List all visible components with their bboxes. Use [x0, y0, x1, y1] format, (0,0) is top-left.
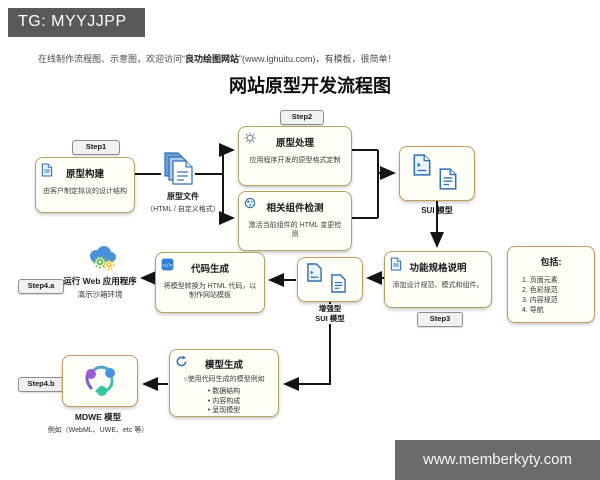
model-gen-bullets: • 数据结构 • 内容构成 • 呈现模型 [208, 387, 240, 416]
node-subtitle: 演示沙箱环境 [77, 290, 123, 299]
prototype-file-label: 原型文件 （HTML / 自定义格式） [140, 191, 226, 214]
node-title: 原型处理 [275, 138, 314, 149]
promo-line: 在线制作流程图、示意图，欢迎访问“良功绘图网站”(www.lghuitu.com… [38, 52, 397, 65]
bullet-item: • 呈现模型 [207, 407, 241, 415]
label-line: 增强型 [316, 304, 344, 314]
list-item: 4. 导航 [522, 307, 544, 314]
node-title: 模型生成 [204, 360, 243, 371]
node-subtitle: 将模型转换为 HTML 代码，以制作网站模板 [163, 283, 257, 300]
node-sui-model [399, 146, 475, 201]
node-prototype-process: 原型处理 应用程序开发的原型格式定制 [238, 126, 352, 186]
node-subtitle: 添加设计规范、模式和组件。 [392, 282, 484, 289]
run-web-label: 运行 Web 应用程序 演示沙箱环境 [50, 275, 150, 300]
node-component-detect: 相关组件检测 激活当前组件的 HTML 变更检测 [238, 191, 352, 251]
document-icon [331, 274, 346, 293]
promo-text-bold: 良功绘图网站 [185, 54, 240, 64]
promo-text-post: ”(www.lghuitu.com)，有模板，很简单！ [239, 54, 397, 64]
node-subtitle: 激活当前组件的 HTML 变更检测 [248, 222, 342, 239]
document-icon [439, 168, 457, 190]
includes-list: 1. 页面元素 2. 色彩规范 3. 内容规范 4. 导航 [508, 276, 594, 316]
node-func-spec: 功能规格说明 添加设计规范、模式和组件。 [384, 251, 492, 308]
node-title: 代码生成 [190, 264, 229, 275]
node-subtitle: 由客户制定拟议的设计结构 [43, 188, 127, 195]
node-subtitle: ○使用代码生成的模型例如 [183, 376, 265, 383]
step-badge-4a: Step4.a [18, 279, 64, 294]
enhanced-sui-label: 增强型 SUI 模型 [294, 304, 366, 324]
node-title: 功能规格说明 [409, 263, 467, 274]
node-includes: 包括: 1. 页面元素 2. 色彩规范 3. 内容规范 4. 导航 [507, 246, 595, 323]
node-model-gen: 模型生成 ○使用代码生成的模型例如 • 数据结构 • 内容构成 • 呈现模型 [169, 349, 279, 417]
step-badge-3: Step3 [417, 312, 463, 327]
node-title: 运行 Web 应用程序 [63, 276, 137, 286]
step-badge-2: Step2 [280, 110, 324, 125]
svg-text:</>: </> [162, 263, 173, 269]
node-code-gen: </> 代码生成 将模型转换为 HTML 代码，以制作网站模板 [155, 252, 265, 313]
node-title: 原型构建 [65, 169, 104, 180]
promo-text-pre: 在线制作流程图、示意图，欢迎访问“ [38, 54, 185, 64]
site-watermark-bar: www.memberkyty.com [395, 440, 600, 480]
node-title: MDWE 模型 [74, 412, 122, 422]
artifact-sublabel: （HTML / 自定义格式） [146, 206, 220, 213]
page-title: 网站原型开发流程图 [229, 76, 391, 96]
step-badge-1: Step1 [72, 140, 120, 155]
bullet-item: • 数据结构 [207, 388, 241, 396]
label-line: SUI 模型 [313, 314, 347, 324]
node-enhanced-sui [297, 257, 363, 302]
document-icon [307, 263, 322, 282]
cloud-gears-icon [90, 246, 116, 271]
node-subtitle: 应用程序开发的原型格式定制 [249, 157, 341, 164]
includes-title: 包括: [540, 257, 562, 267]
document-icon [390, 257, 402, 271]
model-cycle-icon [85, 365, 115, 396]
node-subtitle: 例如（WebML、UWE、etc 等） [47, 427, 149, 434]
list-item: 2. 色彩规范 [522, 287, 558, 294]
document-icon [41, 163, 53, 177]
list-item: 1. 页面元素 [522, 277, 558, 284]
node-title: 相关组件检测 [266, 203, 324, 214]
document-stack-icon [164, 152, 193, 185]
bullet-item: • 内容构成 [207, 397, 241, 405]
node-mdwe [62, 355, 138, 407]
list-item: 3. 内容规范 [522, 297, 558, 304]
tg-watermark-badge: TG: MYYJJPP [8, 8, 145, 37]
components-icon [244, 197, 256, 209]
artifact-label: 原型文件 [167, 192, 199, 201]
node-prototype-build: 原型构建 由客户制定拟议的设计结构 [35, 157, 135, 213]
document-icon [413, 154, 431, 176]
code-icon: </> [161, 258, 174, 271]
mdwe-label: MDWE 模型 例如（WebML、UWE、etc 等） [38, 411, 158, 435]
step-badge-4b: Step4.b [18, 377, 64, 392]
gear-icon [244, 132, 256, 144]
sui-model-label: SUI 模型 [421, 206, 453, 215]
refresh-cycle-icon [176, 355, 187, 367]
